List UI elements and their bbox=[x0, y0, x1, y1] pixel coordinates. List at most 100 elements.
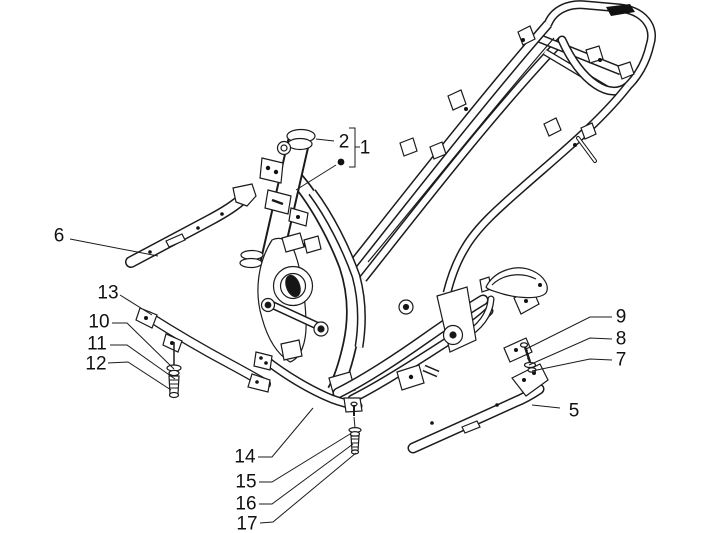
main-spar-core bbox=[289, 172, 360, 394]
bolt-hole bbox=[521, 38, 525, 42]
callout-15-label: 15 bbox=[235, 472, 256, 493]
rail-slot bbox=[165, 233, 186, 248]
callout-14-leader bbox=[258, 407, 314, 458]
part-floorboard-rail-left bbox=[125, 183, 257, 268]
bolt-hole bbox=[273, 169, 279, 175]
callout-10-label: 10 bbox=[88, 312, 109, 333]
callout-13-leader bbox=[119, 294, 153, 316]
rail-hole bbox=[495, 403, 499, 407]
part-floorboard-rail-right bbox=[407, 337, 549, 454]
callout-9-leader bbox=[525, 316, 612, 350]
callout-15-leader bbox=[259, 433, 351, 483]
callout-12-leader bbox=[107, 361, 172, 391]
rear-and-parts bbox=[125, 183, 549, 455]
engine-top-bracket bbox=[281, 232, 305, 253]
footrest-arm-line bbox=[491, 274, 537, 286]
second-downtube-core bbox=[309, 190, 365, 348]
rail-hole bbox=[144, 316, 148, 320]
bolt-group-bottom bbox=[348, 401, 362, 455]
frame-dot-leader bbox=[295, 164, 337, 191]
callout-13-label: 13 bbox=[97, 283, 118, 304]
support-rod-core bbox=[577, 137, 596, 162]
screw-axis bbox=[353, 416, 356, 429]
rail-tab bbox=[399, 137, 418, 157]
callout-7-label: 7 bbox=[616, 350, 627, 371]
rail-tab bbox=[429, 141, 447, 160]
nut bbox=[168, 369, 180, 377]
bolt-group-right bbox=[519, 342, 537, 373]
rail-hole bbox=[170, 341, 174, 345]
rail-foot bbox=[247, 373, 271, 393]
bolt-hole bbox=[408, 374, 414, 380]
rail-hole bbox=[522, 378, 526, 382]
callout-1-label: 1 bbox=[360, 138, 371, 159]
cable-run bbox=[367, 37, 555, 263]
bolt-hole bbox=[598, 58, 602, 62]
link-bushing-hole bbox=[264, 301, 272, 309]
tail-plate bbox=[606, 4, 635, 16]
bolt-hole bbox=[296, 215, 300, 219]
brace-end-tab bbox=[253, 351, 273, 371]
group-bracket bbox=[349, 127, 356, 168]
bolt-hole bbox=[538, 283, 542, 287]
far-seat-rail-core bbox=[360, 37, 565, 281]
bolt-hole bbox=[265, 165, 271, 171]
callout-11-leader bbox=[110, 344, 176, 380]
bolt-hole bbox=[573, 143, 577, 147]
rail-hole bbox=[514, 348, 518, 352]
callout-17-label: 17 bbox=[236, 514, 257, 533]
callout-5-leader bbox=[531, 404, 561, 409]
pivot-bushing-hole bbox=[402, 303, 410, 311]
callout-11-label: 11 bbox=[87, 334, 107, 355]
near-seat-rail-core bbox=[347, 21, 551, 271]
rail-tab bbox=[580, 122, 597, 140]
callout-8-leader bbox=[528, 337, 613, 366]
bolt-tip bbox=[168, 391, 180, 399]
head-bushing-hole bbox=[280, 144, 288, 152]
callout-8-label: 8 bbox=[616, 329, 627, 350]
frame-tubes-rear bbox=[346, 0, 656, 295]
crank-boss bbox=[285, 274, 301, 298]
steering-cap-ring bbox=[287, 137, 313, 151]
bolt-group-left bbox=[166, 342, 182, 399]
callout-6-label: 6 bbox=[54, 226, 65, 247]
head-bracket-plate bbox=[259, 157, 284, 184]
pillion-footrest-arm bbox=[485, 267, 548, 299]
callout-17-leader bbox=[259, 452, 357, 524]
bolt-hole bbox=[464, 107, 468, 111]
bolt-hole bbox=[524, 299, 528, 303]
frame-brackets-rear bbox=[399, 4, 635, 160]
pivot-bushing-hole bbox=[449, 331, 457, 339]
callout-5-label: 5 bbox=[569, 401, 580, 422]
rail-hole bbox=[255, 380, 259, 384]
frame-dot-marker bbox=[337, 158, 345, 166]
bracket-slot bbox=[271, 198, 284, 206]
rail-hole bbox=[196, 226, 200, 230]
screw-threads bbox=[524, 349, 531, 360]
tail-loop-core bbox=[545, 1, 655, 94]
screw-head bbox=[519, 342, 529, 348]
callout-9-label: 9 bbox=[616, 307, 627, 328]
engine-link-bar-core bbox=[266, 300, 322, 330]
stand-pin-core bbox=[423, 366, 439, 376]
rail-hole bbox=[430, 421, 434, 425]
callout-10-leader bbox=[112, 322, 175, 370]
rail-tab bbox=[543, 117, 562, 137]
rail-hole bbox=[148, 250, 152, 254]
callout-16-leader bbox=[259, 443, 354, 505]
engine-assembly bbox=[257, 232, 356, 397]
engine-top-bracket bbox=[303, 235, 322, 254]
engine-foot bbox=[280, 339, 303, 361]
callout-12-label: 12 bbox=[85, 354, 106, 375]
rail-hole bbox=[220, 212, 224, 216]
rail-hole bbox=[264, 361, 268, 365]
callout-16-label: 16 bbox=[235, 494, 256, 515]
rail-end-fork bbox=[232, 183, 257, 207]
rail-tab bbox=[617, 61, 635, 80]
callout-7-leader bbox=[531, 358, 613, 372]
callout-2-leader bbox=[315, 138, 335, 142]
rail-slot bbox=[461, 420, 481, 434]
callout-14-label: 14 bbox=[234, 447, 256, 468]
